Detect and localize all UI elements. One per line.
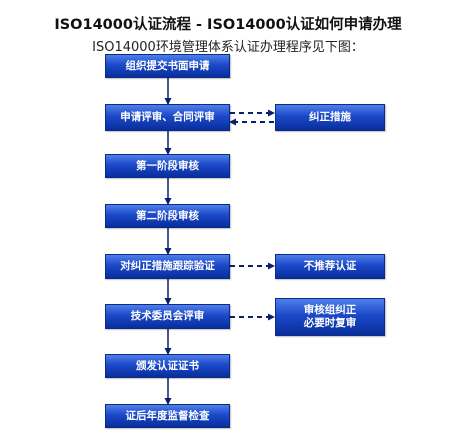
step-technical-committee-review: 技术委员会评审: [105, 304, 230, 329]
step-corrective-action-followup: 对纠正措施跟踪验证: [105, 254, 230, 279]
side-corrective-measures: 纠正措施: [275, 104, 385, 131]
step-stage-two-audit: 第二阶段审核: [105, 204, 230, 228]
step-stage-one-audit: 第一阶段审核: [105, 154, 230, 178]
page-subtitle: ISO14000环境管理体系认证办理程序见下图：: [92, 40, 364, 55]
page-title: ISO14000认证流程 - ISO14000认证如何申请办理: [54, 17, 402, 33]
step-submit-application: 组织提交书面申请: [105, 54, 230, 78]
side-review-team-correction: 审核组纠正 必要时复审: [275, 298, 385, 336]
step-application-contract-review: 申请评审、合同评审: [105, 104, 230, 131]
step-annual-surveillance: 证后年度监督检查: [105, 404, 230, 428]
side-not-recommended: 不推荐认证: [275, 254, 385, 279]
step-issue-certificate: 颁发认证证书: [105, 354, 230, 378]
